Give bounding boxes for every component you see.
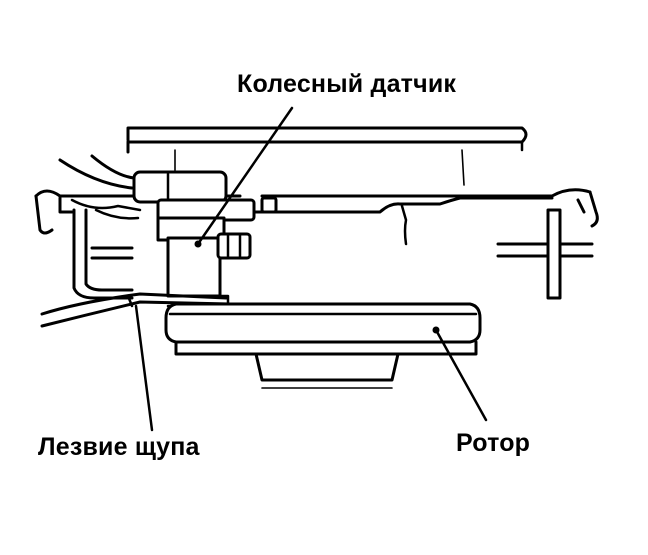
rotor-label: Ротор [456,429,531,457]
leader-feeler-blade [134,304,154,432]
leader-lines [134,106,488,432]
leader-rotor [434,328,488,422]
left-bracket [58,196,134,300]
wheel-sensor-label: Колесный датчик [237,70,457,98]
feeler-blade [40,292,232,328]
rotor [164,302,482,389]
feeler-blade-label: Лезвие щупа [38,433,200,461]
sensor-cable [58,154,142,220]
leader-wheel-sensor [196,106,294,246]
leader-dot-sensor [194,240,202,248]
upper-housing [126,126,528,186]
right-bracket [496,198,594,300]
leader-dot-rotor [432,326,440,334]
wheel-sensor [132,170,278,308]
